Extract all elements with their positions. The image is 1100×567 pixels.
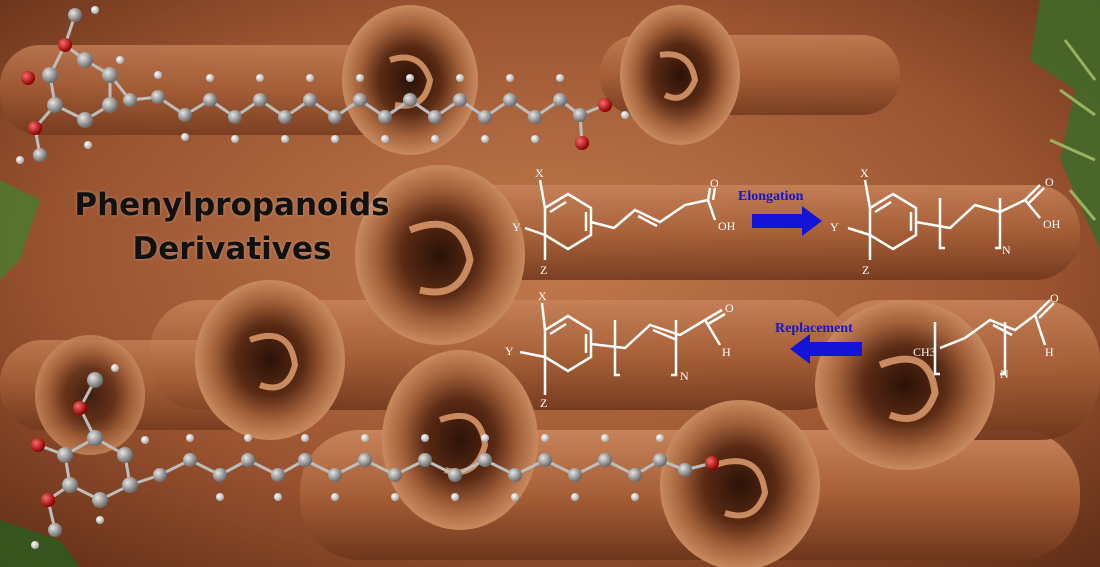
- structure-aldehyde: [519, 302, 726, 395]
- page-title: Phenylpropanoids Derivatives: [22, 183, 442, 271]
- methyl-aldehyde-oxygen-label: O: [1050, 291, 1059, 305]
- title-line-2: Derivatives: [132, 231, 332, 267]
- aldehyde-oxygen-label: O: [725, 301, 734, 315]
- elongated-substituent-y: Y: [830, 220, 839, 234]
- elongated-oxygen-label: O: [1045, 175, 1054, 189]
- aldehyde-hydrogen-label: H: [722, 345, 731, 359]
- title-line-1: Phenylpropanoids: [74, 187, 390, 223]
- aldehyde-repeat-label: N: [680, 369, 689, 383]
- elongation-arrow: [752, 206, 822, 236]
- elongation-label: Elongation: [738, 189, 804, 204]
- methyl-aldehyde-hydrogen-label: H: [1045, 345, 1054, 359]
- molecule-atoms-top: [16, 6, 629, 164]
- methyl-aldehyde-repeat-label: N: [1000, 367, 1009, 381]
- cinnamon-curls: [35, 5, 995, 567]
- molecule-atoms-bottom: [31, 364, 719, 549]
- structure-methyl-aldehyde: [933, 299, 1055, 376]
- aldehyde-substituent-x: X: [538, 289, 547, 303]
- aldehyde-substituent-z: Z: [540, 396, 547, 410]
- methyl-label: CH3: [913, 345, 936, 359]
- structure-acid: [524, 179, 717, 260]
- aldehyde-substituent-y: Y: [505, 344, 514, 358]
- acid-oxygen-label: O: [710, 176, 719, 190]
- structure-elongated-acid: [847, 179, 1045, 260]
- elongated-substituent-x: X: [860, 166, 869, 180]
- acid-hydroxyl-label: OH: [718, 219, 736, 233]
- acid-substituent-y: Y: [512, 220, 521, 234]
- elongated-repeat-label: N: [1002, 243, 1011, 257]
- elongated-substituent-z: Z: [862, 263, 869, 277]
- replacement-label: Replacement: [775, 321, 853, 336]
- replacement-arrow: [790, 334, 862, 364]
- elongated-hydroxyl-label: OH: [1043, 217, 1061, 231]
- acid-substituent-x: X: [535, 166, 544, 180]
- acid-substituent-z: Z: [540, 263, 547, 277]
